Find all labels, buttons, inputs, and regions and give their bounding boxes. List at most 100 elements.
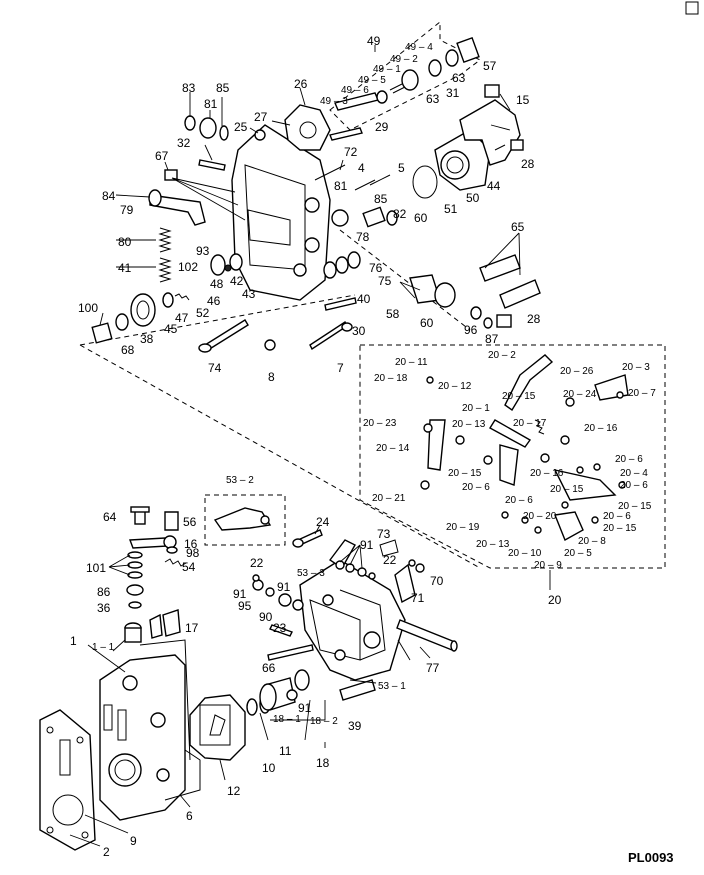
label-31: 31 <box>446 86 460 100</box>
label-20-13-b: 20 – 13 <box>476 539 510 550</box>
lever-assembly-53 <box>299 539 406 681</box>
label-93: 93 <box>196 244 210 258</box>
label-102: 102 <box>178 260 198 274</box>
label-17: 17 <box>185 621 199 635</box>
label-52: 52 <box>196 306 210 320</box>
label-81-b: 81 <box>334 179 348 193</box>
screw-74 <box>198 319 249 353</box>
label-20-11: 20 – 11 <box>395 357 428 368</box>
parts-91-95-90 <box>252 579 304 701</box>
guide-line-1 <box>79 294 356 346</box>
washers-101 <box>126 551 144 609</box>
label-45: 45 <box>164 322 178 336</box>
label-38: 38 <box>140 332 154 346</box>
label-68: 68 <box>121 343 135 357</box>
label-44: 44 <box>487 179 501 193</box>
label-27: 27 <box>254 110 268 124</box>
label-39: 39 <box>348 719 362 733</box>
stopper-49 <box>334 36 480 111</box>
label-6: 6 <box>186 809 193 823</box>
part-67 <box>164 169 178 181</box>
lever-16 <box>129 535 177 549</box>
label-98: 98 <box>186 546 200 560</box>
pin-24 <box>292 529 323 548</box>
label-81-a: 81 <box>204 97 218 111</box>
solenoids-65 <box>479 254 541 309</box>
label-20-4: 20 – 4 <box>620 468 648 479</box>
label-28-a: 28 <box>521 157 535 171</box>
label-83: 83 <box>182 81 196 95</box>
label-47: 47 <box>175 311 189 325</box>
label-22-a: 22 <box>250 556 264 570</box>
label-49-5: 49 – 5 <box>358 75 386 86</box>
label-43: 43 <box>242 287 256 301</box>
label-20-21: 20 – 21 <box>372 493 406 504</box>
guide-line-3 <box>339 229 471 331</box>
label-71: 71 <box>411 591 425 605</box>
label-96: 96 <box>464 323 478 337</box>
rod-77 <box>396 619 458 652</box>
label-77: 77 <box>426 661 440 675</box>
label-20-1: 20 – 1 <box>462 403 490 414</box>
bolt-15 <box>484 84 500 98</box>
label-20-3: 20 – 3 <box>622 362 650 373</box>
label-32: 32 <box>177 136 191 150</box>
bracket-44 <box>459 99 521 166</box>
label-36: 36 <box>97 601 111 615</box>
label-67: 67 <box>155 149 169 163</box>
label-24: 24 <box>316 515 330 529</box>
part-8 <box>264 339 276 351</box>
label-20-17: 20 – 17 <box>513 418 547 429</box>
label-20: 20 <box>548 593 562 607</box>
parts-82-60-78 <box>331 206 398 228</box>
label-20-15-e: 20 – 15 <box>603 523 637 534</box>
parts-40-75-76 <box>323 251 361 311</box>
label-91-b: 91 <box>277 580 291 594</box>
label-20-15-d: 20 – 15 <box>618 501 652 512</box>
springs-80-41 <box>158 227 172 283</box>
label-29: 29 <box>375 120 389 134</box>
label-20-15-c: 20 – 15 <box>550 484 584 495</box>
label-49-4: 49 – 4 <box>405 42 433 53</box>
label-20-20: 20 – 20 <box>523 511 557 522</box>
label-60-b: 60 <box>420 316 434 330</box>
label-20-6-e: 20 – 6 <box>603 511 631 522</box>
label-80: 80 <box>118 235 132 249</box>
part-98 <box>166 546 178 554</box>
label-7: 7 <box>337 361 344 375</box>
valve-1-1 <box>124 622 142 643</box>
label-53-1: 53 – 1 <box>378 681 406 692</box>
screws-72-4-5 <box>314 164 391 191</box>
label-95: 95 <box>238 599 252 613</box>
label-20-7: 20 – 7 <box>628 388 656 399</box>
bolt-29 <box>329 127 363 141</box>
screw-28-top <box>494 139 524 151</box>
drawing-code: PL0093 <box>628 850 674 865</box>
group-53-2-box <box>204 494 286 546</box>
label-11: 11 <box>279 744 292 758</box>
label-86: 86 <box>97 585 111 599</box>
label-28-b: 28 <box>527 312 541 326</box>
label-20-15-b: 20 – 15 <box>448 468 482 479</box>
label-16: 16 <box>184 537 198 551</box>
label-72: 72 <box>344 145 358 159</box>
label-20-12: 20 – 12 <box>438 381 472 392</box>
label-1-1: 1 – 1 <box>92 642 115 653</box>
label-12: 12 <box>227 784 241 798</box>
pin-23 <box>269 624 293 637</box>
label-57: 57 <box>483 59 497 73</box>
label-20-15-a: 20 – 15 <box>502 391 536 402</box>
label-49-6: 49 – 6 <box>341 85 369 96</box>
label-48: 48 <box>210 277 224 291</box>
label-91-c: 91 <box>233 587 247 601</box>
parts-45-47-52 <box>162 292 190 308</box>
label-18: 18 <box>316 756 330 770</box>
weights-93-42 <box>210 253 243 276</box>
parts-58-60-96-28 <box>409 274 512 329</box>
label-25: 25 <box>234 120 248 134</box>
label-20-9: 20 – 9 <box>534 560 562 571</box>
label-20-13-a: 20 – 13 <box>452 419 486 430</box>
gasket-51 <box>412 165 438 199</box>
label-50: 50 <box>466 191 480 205</box>
shaft-39 <box>339 679 376 701</box>
